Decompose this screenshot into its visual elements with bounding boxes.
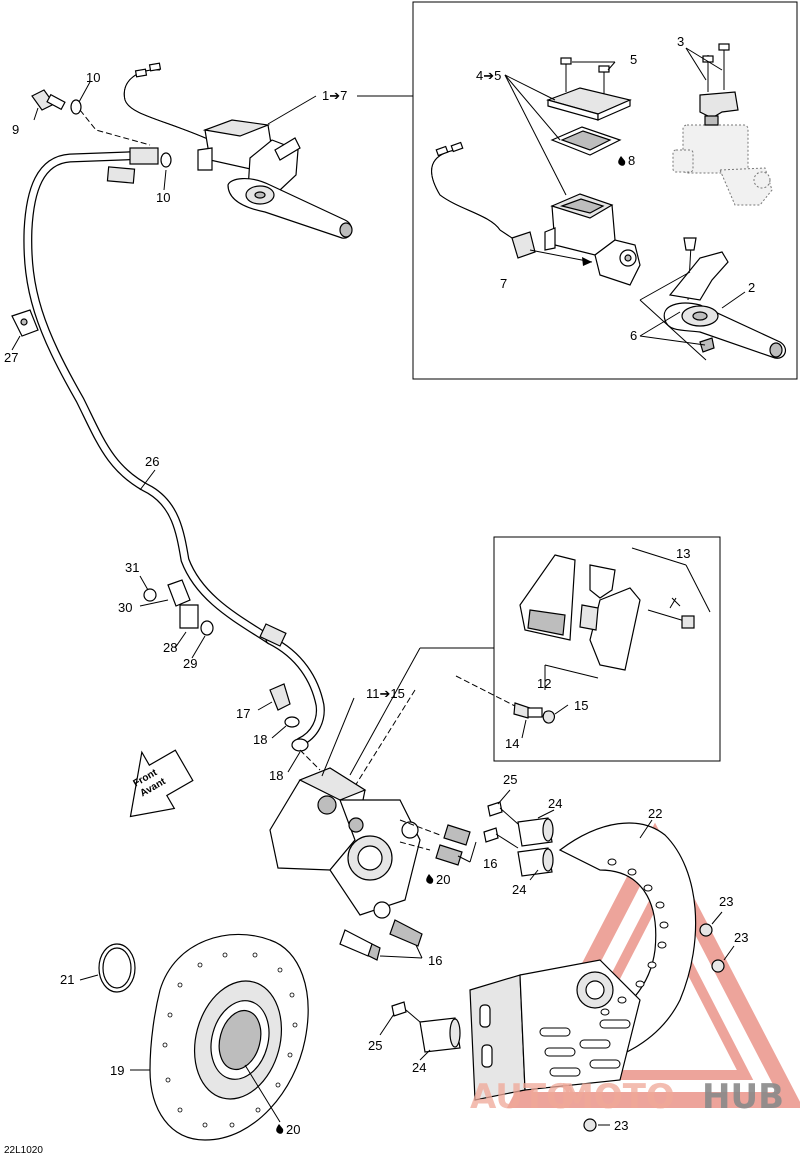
diagram-code: 22L1020 xyxy=(4,1145,43,1156)
callout-7: 7 xyxy=(500,276,507,291)
callout-16a: 16 xyxy=(483,856,497,871)
callout-3: 3 xyxy=(677,34,684,49)
callout-29: 29 xyxy=(183,656,197,671)
callout-16b: 16 xyxy=(428,953,442,968)
callout-31: 31 xyxy=(125,560,139,575)
callout-24b: 24 xyxy=(512,882,526,897)
callout-24c: 24 xyxy=(412,1060,426,1075)
callout-18b: 18 xyxy=(269,768,283,783)
callout-26: 26 xyxy=(145,454,159,469)
callout-22: 22 xyxy=(648,806,662,821)
hose-clip-part-27 xyxy=(11,309,39,337)
fluid-drop-icon xyxy=(618,156,626,166)
hose-support-hardware xyxy=(143,579,214,636)
banjo-bolt-part-9 xyxy=(31,89,66,111)
callout-15: 15 xyxy=(574,698,588,713)
callout-13: 13 xyxy=(676,546,690,561)
callout-11-15: 11➔15 xyxy=(366,686,405,701)
inset-box-master-cylinder xyxy=(412,1,798,380)
sealing-washer-part-10a xyxy=(70,99,82,115)
ghost-master-cylinder xyxy=(672,124,773,206)
bleeder-screw-part-14 xyxy=(513,702,556,724)
callout-18a: 18 xyxy=(253,732,267,747)
callout-14: 14 xyxy=(505,736,519,751)
callout-19: 19 xyxy=(110,1063,124,1078)
callout-12: 12 xyxy=(537,676,551,691)
fluid-drop-icon xyxy=(276,1124,284,1134)
brake-caliper xyxy=(269,767,421,919)
watermark-text: AUTO MOTO HUB xyxy=(470,1077,784,1117)
callout-10b: 10 xyxy=(156,190,170,205)
brake-light-switch-part-7 xyxy=(431,141,593,266)
watermark-moto: MOTO xyxy=(560,1077,675,1117)
callout-24a: 24 xyxy=(548,796,562,811)
callout-1-7: 1➔7 xyxy=(322,88,347,103)
fluid-drop-icon xyxy=(426,874,434,884)
brake-hose-part-26 xyxy=(23,147,325,747)
banjo-bolt-part-17 xyxy=(269,683,309,752)
callout-labels: 1➔7 2 3 4➔5 5 6 7 8 9 10 10 11➔15 12 13 … xyxy=(4,34,755,1137)
master-cylinder-assembly xyxy=(123,62,353,239)
callout-6: 6 xyxy=(630,328,637,343)
callout-8: 8 xyxy=(628,153,635,168)
callout-25a: 25 xyxy=(503,772,517,787)
callout-30: 30 xyxy=(118,600,132,615)
callout-9: 9 xyxy=(12,122,19,137)
spacers-part-24 xyxy=(419,817,554,1053)
callout-20a: 20 xyxy=(436,872,450,887)
callout-20b: 20 xyxy=(286,1122,300,1137)
callout-4-5: 4➔5 xyxy=(476,68,501,83)
screws-part-23 xyxy=(583,923,725,1132)
inset-box-brake-pads xyxy=(493,536,721,762)
callout-2: 2 xyxy=(748,280,755,295)
callout-10a: 10 xyxy=(86,70,100,85)
disc-guard-part-22 xyxy=(469,822,697,1101)
callout-23c: 23 xyxy=(614,1118,628,1133)
callout-27: 27 xyxy=(4,350,18,365)
callout-23b: 23 xyxy=(734,930,748,945)
pad-pin-part-13 xyxy=(647,597,695,629)
brake-lever-part-2 xyxy=(663,237,787,359)
watermark-auto: AUTO xyxy=(470,1077,575,1117)
reservoir-cover-screws xyxy=(560,57,610,98)
callout-25b: 25 xyxy=(368,1038,382,1053)
callout-23a: 23 xyxy=(719,894,733,909)
callout-17: 17 xyxy=(236,706,250,721)
watermark-hub: HUB xyxy=(702,1077,784,1117)
callout-28: 28 xyxy=(163,640,177,655)
clamp-bracket-part-3 xyxy=(699,43,739,126)
caliper-bolts-part-16 xyxy=(339,819,471,961)
callout-5: 5 xyxy=(630,52,637,67)
reservoir-cap xyxy=(546,87,632,121)
master-cylinder-body xyxy=(544,193,641,286)
o-ring-part-21 xyxy=(98,943,136,993)
brake-pads-part-12 xyxy=(519,554,641,671)
reservoir-diaphragm xyxy=(550,126,622,156)
front-direction-arrow xyxy=(129,749,194,818)
brake-disc-part-19 xyxy=(149,933,309,1141)
callout-21: 21 xyxy=(60,972,74,987)
bolts-part-25 xyxy=(391,801,519,1023)
sealing-washer-part-10b xyxy=(160,152,172,168)
